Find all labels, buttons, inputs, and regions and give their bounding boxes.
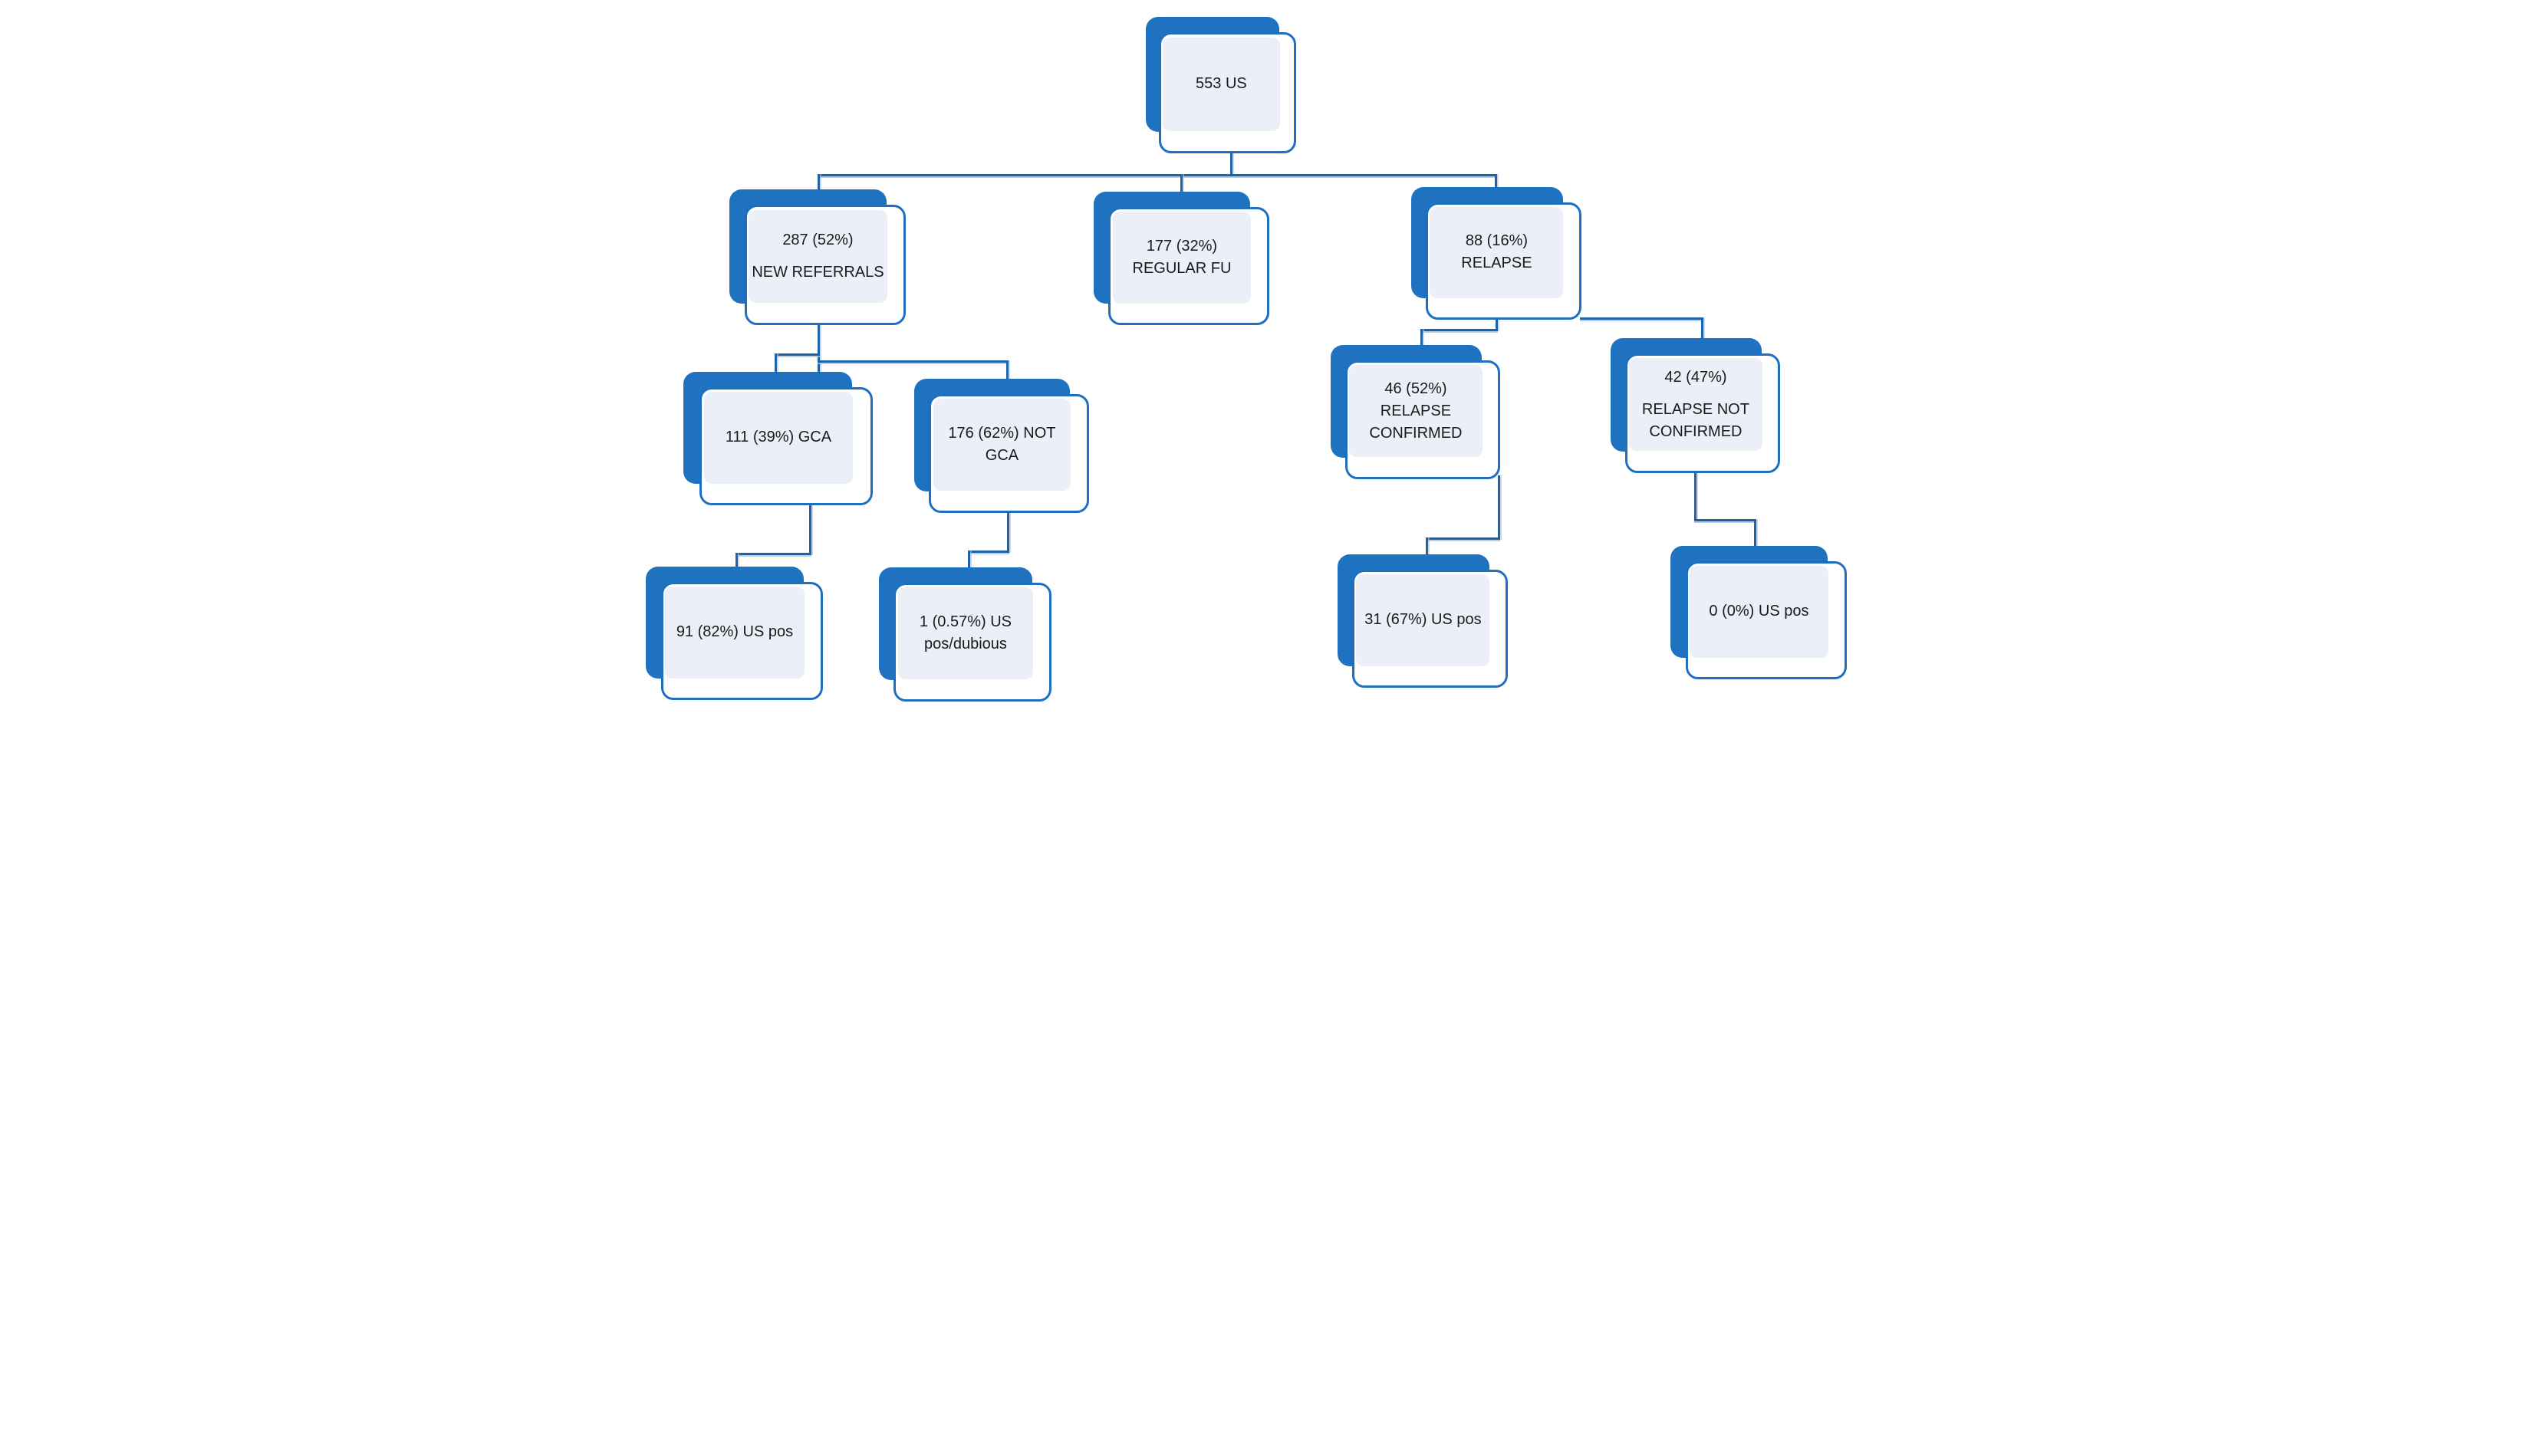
connector-root-bus bbox=[818, 174, 1497, 176]
node-fill-shape bbox=[1629, 358, 1762, 452]
connector-rnc-to-0-h bbox=[1694, 519, 1756, 521]
connector-new-referrals-stem bbox=[818, 325, 820, 381]
connector-relapse-to-rc-v bbox=[1420, 329, 1423, 350]
connector-rc-to-31-v bbox=[1426, 537, 1428, 559]
connector-relapse-to-rnc-v bbox=[1701, 317, 1703, 343]
node-label: 46 (52%) RELAPSE CONFIRMED bbox=[1369, 380, 1463, 442]
node-label: 0 (0%) US pos bbox=[1709, 603, 1809, 620]
connector-drop-relapse bbox=[1495, 174, 1497, 190]
node-gca: 111 (39%) GCA bbox=[683, 372, 873, 505]
connector-relapse-to-rnc-h bbox=[1580, 317, 1703, 320]
connector-rc-to-31-h bbox=[1426, 537, 1500, 540]
connector-drop-regular-fu bbox=[1180, 174, 1183, 195]
connector-notgca-to-dubious-h bbox=[968, 551, 1009, 553]
connector-relapse-stem bbox=[1496, 320, 1498, 331]
node-fill-shape bbox=[1356, 574, 1490, 666]
node-label: 31 (67%) US pos bbox=[1364, 611, 1482, 629]
node-fill-shape bbox=[897, 587, 1034, 680]
connector-rc-stem bbox=[1498, 475, 1500, 540]
connector-gca-to-91-v bbox=[736, 553, 738, 571]
node-fill-shape bbox=[1690, 566, 1828, 658]
node-fill-shape bbox=[933, 399, 1071, 491]
connector-drop-new-referrals bbox=[818, 174, 820, 192]
node-regular-fu: 177 (32%) REGULAR FU bbox=[1094, 192, 1269, 325]
connector-new-to-gca-v bbox=[775, 353, 777, 381]
node-label: 553 US bbox=[1196, 75, 1247, 93]
connector-new-to-gca-h bbox=[775, 353, 820, 356]
connector-notgca-stem bbox=[1007, 513, 1009, 553]
node-fill-shape bbox=[1349, 365, 1483, 458]
connector-rnc-stem bbox=[1694, 473, 1696, 521]
node-fill-shape bbox=[1430, 206, 1564, 298]
node-not-gca: 176 (62%) NOT GCA bbox=[914, 379, 1089, 513]
connector-new-to-notgca-v bbox=[1006, 360, 1009, 383]
connector-notgca-to-dubious-v bbox=[968, 551, 970, 572]
node-relapse: 88 (16%) RELAPSE bbox=[1411, 187, 1581, 320]
connector-relapse-to-rc-h bbox=[1420, 329, 1498, 331]
node-fill-shape bbox=[665, 587, 805, 679]
node-fill-shape bbox=[749, 209, 887, 304]
node-label: 88 (16%) RELAPSE bbox=[1461, 232, 1532, 272]
node-relapse-confirmed: 46 (52%) RELAPSE CONFIRMED bbox=[1331, 345, 1500, 479]
node-fill-shape bbox=[1113, 212, 1251, 304]
connector-root-stem bbox=[1230, 153, 1232, 175]
node-fill-shape bbox=[1162, 37, 1281, 131]
connector-gca-stem bbox=[809, 505, 811, 555]
connector-new-to-notgca-h bbox=[818, 360, 1009, 363]
node-label: 287 (52%)NEW REFERRALS bbox=[752, 231, 884, 281]
node-0-us-pos: 0 (0%) US pos bbox=[1670, 546, 1847, 679]
node-label: 42 (47%)RELAPSE NOT CONFIRMED bbox=[1641, 368, 1749, 440]
connector-gca-to-91-h bbox=[736, 553, 811, 555]
node-label: 111 (39%) GCA bbox=[725, 429, 832, 446]
connector-rnc-to-0-v bbox=[1754, 519, 1756, 551]
node-91-us-pos: 91 (82%) US pos bbox=[646, 567, 823, 700]
node-label: 177 (32%) REGULAR FU bbox=[1132, 237, 1232, 277]
node-fill-shape bbox=[704, 392, 853, 484]
node-relapse-not-confirmed: 42 (47%)RELAPSE NOT CONFIRMED bbox=[1611, 338, 1780, 473]
node-label: 91 (82%) US pos bbox=[676, 623, 794, 641]
node-553-us: 553 US bbox=[1146, 17, 1296, 153]
flowchart-canvas: 553 US 287 (52%)NEW REFERRALS 177 (32%) … bbox=[634, 0, 1900, 728]
node-new-referrals: 287 (52%)NEW REFERRALS bbox=[729, 189, 906, 325]
node-31-us-pos: 31 (67%) US pos bbox=[1338, 554, 1508, 688]
node-label: 176 (62%) NOT GCA bbox=[948, 425, 1056, 465]
